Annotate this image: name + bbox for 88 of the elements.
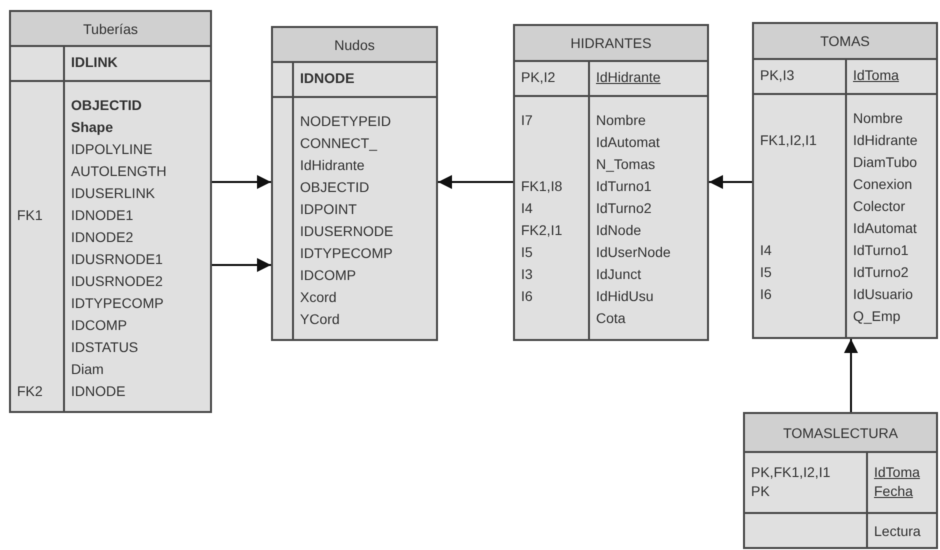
key-marker: I4	[760, 241, 772, 260]
key-marker-cell	[273, 61, 294, 98]
column-name: CONNECT_	[300, 134, 378, 153]
column-name: Conexion	[853, 175, 912, 194]
key-marker: FK1,I2,I1	[760, 131, 817, 150]
column-name: IdHidUsu	[596, 287, 654, 306]
key-marker-cell	[515, 60, 590, 97]
relationship-arrow	[438, 175, 513, 189]
column-name: Xcord	[300, 288, 337, 307]
relationship-arrow	[212, 175, 271, 189]
relationship-arrow	[844, 339, 858, 412]
column-name: IDLINK	[71, 53, 118, 72]
column-name: IdJunct	[596, 265, 642, 284]
relationship-arrow	[212, 258, 271, 272]
column-name: AUTOLENGTH	[71, 162, 166, 181]
relationship-arrow	[709, 175, 752, 189]
column-name: Diam	[71, 360, 104, 379]
column-name: IdToma	[874, 462, 920, 482]
entity-table	[743, 412, 938, 549]
key-marker: FK1,I8	[521, 177, 562, 196]
column-name: IDPOINT	[300, 200, 357, 219]
column-name: IdNode	[596, 221, 642, 240]
key-marker: I3	[521, 265, 533, 284]
column-name: IdHidrante	[853, 131, 918, 150]
table-title: Tuberías	[11, 12, 210, 47]
table-title: HIDRANTES	[515, 26, 707, 62]
column-name: IdTurno2	[596, 199, 652, 218]
entity-table	[9, 10, 212, 413]
key-marker: FK2,I1	[521, 221, 562, 240]
key-marker: PK,I2	[521, 68, 556, 87]
column-name: Nombre	[596, 111, 646, 130]
key-marker: PK,FK1,I2,I1	[751, 462, 830, 482]
key-marker: I6	[760, 285, 772, 304]
key-marker: PK	[751, 482, 770, 500]
column-name: OBJECTID	[71, 96, 142, 115]
key-marker: I5	[760, 263, 772, 282]
column-name: IDNODE	[300, 69, 354, 88]
column-name: IdUserNode	[596, 243, 671, 262]
column-name: N_Tomas	[596, 155, 656, 174]
column-name: IdAutomat	[853, 219, 917, 238]
column-name: IDCOMP	[71, 316, 127, 335]
column-name: IDTYPECOMP	[300, 244, 393, 263]
column-name: IDPOLYLINE	[71, 140, 152, 159]
column-name: Q_Emp	[853, 307, 900, 326]
column-name: Colector	[853, 197, 906, 216]
column-name: IDTYPECOMP	[71, 294, 164, 313]
column-name: IDNODE	[71, 382, 126, 401]
column-name: IDUSRNODE1	[71, 250, 163, 269]
column-name: DiamTubo	[853, 153, 918, 172]
column-name: IDUSERLINK	[71, 184, 156, 203]
column-name: IdHidrante	[596, 68, 661, 87]
key-marker: I4	[521, 199, 533, 218]
column-name: Shape	[71, 118, 114, 137]
key-marker: I7	[521, 111, 533, 130]
column-name: Cota	[596, 309, 626, 328]
table-title: TOMAS	[754, 24, 936, 60]
column-name: IDNODE1	[71, 206, 134, 225]
column-name: IdAutomat	[596, 133, 660, 152]
entity-table	[271, 26, 438, 341]
column-name: IDSTATUS	[71, 338, 138, 357]
key-marker: PK,I3	[760, 66, 794, 85]
column-name: IDUSRNODE2	[71, 272, 163, 291]
column-name: IDNODE2	[71, 228, 134, 247]
entity-table	[752, 22, 938, 339]
key-marker-cell	[745, 451, 868, 514]
table-title: Nudos	[273, 28, 436, 63]
column-name: YCord	[300, 310, 340, 329]
column-name: Fecha	[874, 482, 913, 500]
key-marker: I5	[521, 243, 533, 262]
key-marker-cell	[11, 45, 65, 82]
key-marker: FK2	[17, 382, 43, 401]
column-name: IdToma	[853, 66, 899, 85]
table-title: TOMASLECTURA	[745, 414, 936, 453]
column-name: IdUsuario	[853, 285, 913, 304]
column-name: Lectura	[874, 522, 921, 541]
column-name: Nombre	[853, 109, 903, 128]
key-marker: FK1	[17, 206, 43, 225]
key-marker-cell	[754, 58, 847, 95]
column-name: IDCOMP	[300, 266, 356, 285]
column-name: IdTurno1	[596, 177, 652, 196]
entity-table	[513, 24, 709, 341]
column-name: IdTurno1	[853, 241, 909, 260]
column-name: NODETYPEID	[300, 112, 392, 131]
column-name: IdHidrante	[300, 156, 365, 175]
column-name: IDUSERNODE	[300, 222, 394, 241]
column-name: OBJECTID	[300, 178, 370, 197]
key-marker: I6	[521, 287, 533, 306]
column-name: IdTurno2	[853, 263, 909, 282]
